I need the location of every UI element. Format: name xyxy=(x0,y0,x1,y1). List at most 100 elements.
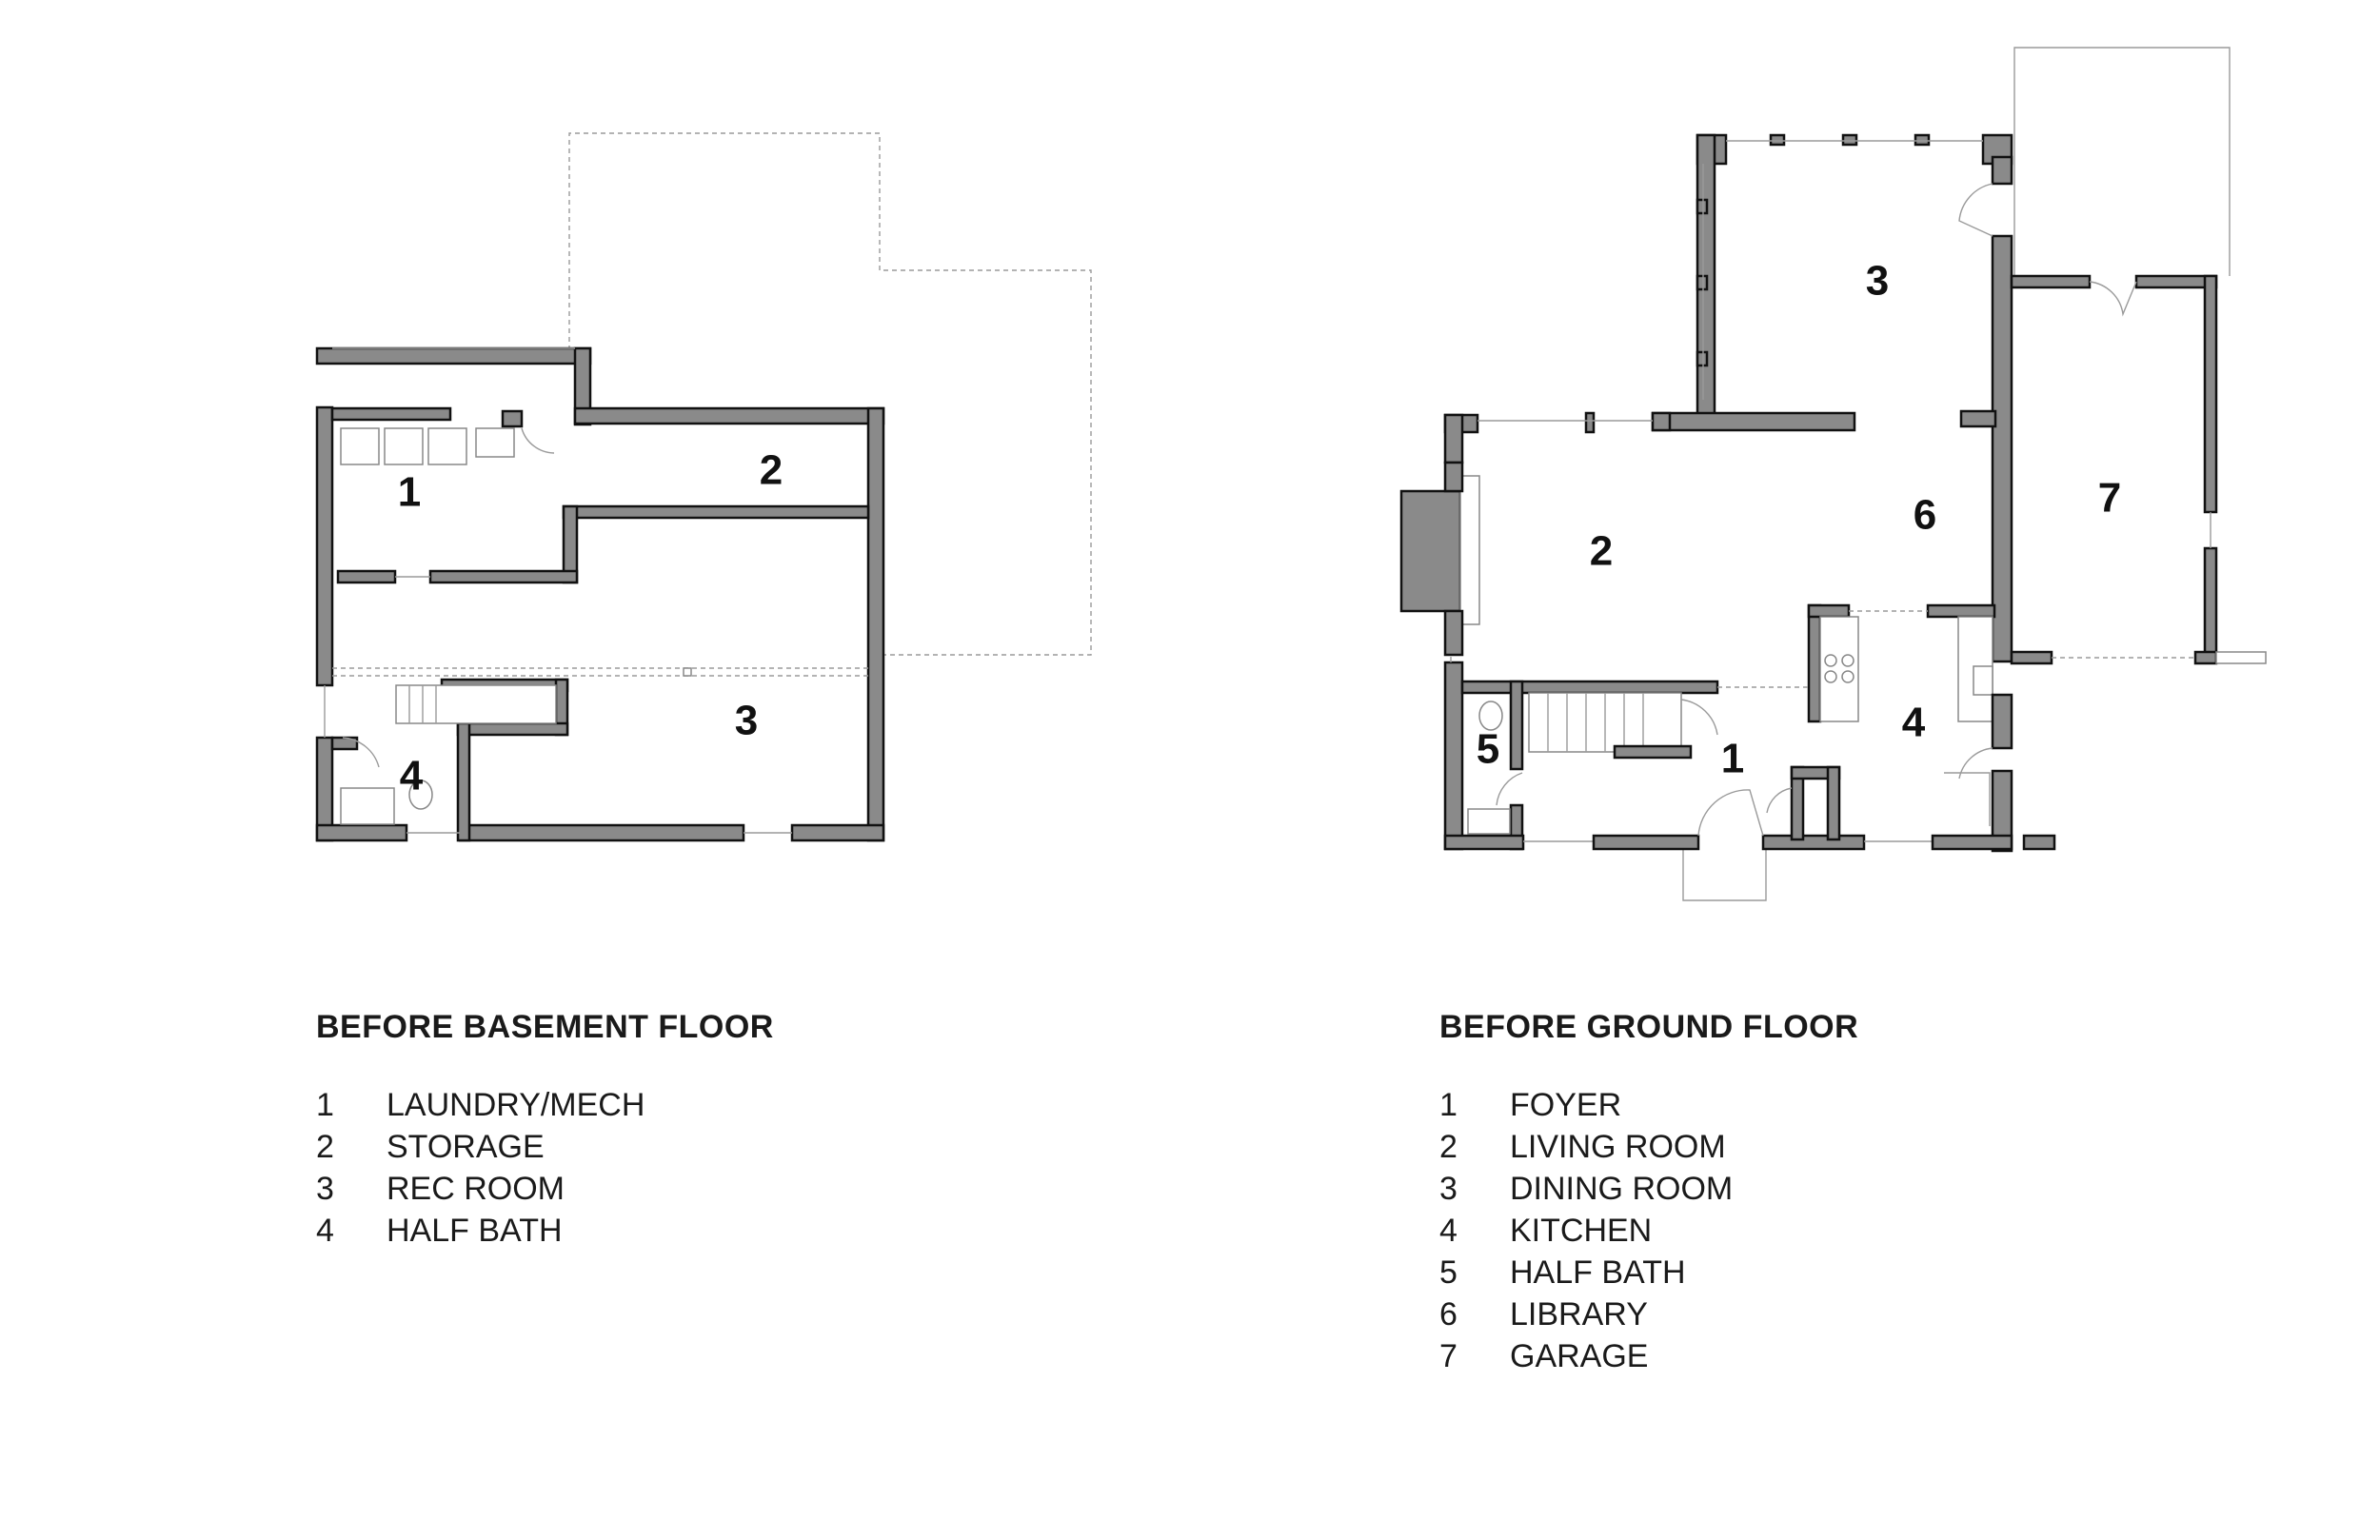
room-number: 7 xyxy=(2098,475,2121,522)
wall xyxy=(315,823,408,842)
door-swing xyxy=(2089,281,2137,317)
deck-outline xyxy=(1944,772,1991,826)
ground-plan: 1 2 3 4 5 6 7 xyxy=(1399,47,2267,901)
fireplace xyxy=(1399,489,1462,613)
room-number: 3 xyxy=(735,698,758,744)
wall xyxy=(573,406,885,425)
wall xyxy=(790,823,885,842)
wall xyxy=(1807,603,1851,619)
wall xyxy=(1696,274,1709,291)
room-number: 4 xyxy=(400,753,424,800)
wall xyxy=(315,346,592,365)
door-swing xyxy=(1697,789,1764,837)
room-number: 1 xyxy=(398,469,421,516)
wall xyxy=(1761,834,1866,851)
room-number: 5 xyxy=(1477,726,1499,773)
wall xyxy=(1651,411,1856,432)
column xyxy=(683,667,692,677)
wall xyxy=(330,406,452,422)
laundry-sink xyxy=(475,427,515,458)
shower xyxy=(340,787,395,825)
wall xyxy=(1696,350,1709,367)
wall xyxy=(866,406,885,842)
toilet xyxy=(408,780,433,810)
burner xyxy=(1824,654,1837,667)
wall xyxy=(1696,198,1709,215)
wall xyxy=(315,405,334,687)
wall xyxy=(2010,274,2092,289)
wall xyxy=(1826,765,1841,841)
wall xyxy=(501,409,524,428)
wall xyxy=(1991,769,2013,853)
ground-title: BEFORE GROUND FLOOR xyxy=(1439,1009,1859,1045)
wall xyxy=(1959,409,1997,428)
appliance xyxy=(340,427,380,465)
room-number: 2 xyxy=(1590,528,1613,575)
wall xyxy=(1592,834,1700,851)
wall xyxy=(1443,661,1464,851)
wall xyxy=(1991,693,2013,750)
stair xyxy=(395,684,557,724)
wall xyxy=(336,569,397,584)
appliance xyxy=(427,427,467,465)
wall xyxy=(456,721,471,842)
burner xyxy=(1841,654,1854,667)
basement-plan: 1 2 3 4 xyxy=(315,132,1092,842)
wall xyxy=(1991,155,2013,186)
wall xyxy=(1460,680,1719,695)
room-number: 3 xyxy=(1866,258,1889,305)
wall xyxy=(2193,650,2218,665)
counter xyxy=(1819,616,1859,722)
wall xyxy=(428,569,579,584)
wall xyxy=(1443,413,1464,464)
basement-title: BEFORE BASEMENT FLOOR xyxy=(316,1009,774,1045)
door-swing xyxy=(521,427,555,454)
stoop-outline xyxy=(1682,845,1767,901)
room-number: 6 xyxy=(1914,492,1936,539)
garage-door-track xyxy=(2215,651,2267,664)
wall xyxy=(456,721,569,737)
wall xyxy=(1769,133,1786,147)
door-swing xyxy=(1958,747,1993,780)
sink xyxy=(1973,665,1993,696)
room-number: 1 xyxy=(1721,736,1744,782)
door-swing xyxy=(1958,183,1993,237)
toilet xyxy=(1478,701,1503,731)
door-swing xyxy=(342,737,380,768)
hearth xyxy=(1459,475,1480,625)
burner xyxy=(1841,670,1854,683)
room-number: 2 xyxy=(760,447,783,494)
wall xyxy=(1509,680,1524,771)
door-swing xyxy=(1680,699,1718,736)
wall xyxy=(1914,133,1931,147)
burner xyxy=(1824,670,1837,683)
wall xyxy=(2022,834,2056,851)
wall xyxy=(1443,461,1464,493)
wall xyxy=(1926,603,1996,619)
wall xyxy=(2010,650,2053,665)
wall xyxy=(562,504,870,520)
wall xyxy=(2203,546,2218,664)
wall xyxy=(1613,744,1693,760)
wall xyxy=(1807,603,1822,723)
wall xyxy=(458,823,745,842)
door-swing xyxy=(1496,772,1523,806)
carport-outline xyxy=(2013,47,2231,276)
upper-floor-outline xyxy=(568,132,1092,656)
wall xyxy=(1931,834,2013,851)
wall xyxy=(1651,411,1672,432)
wall xyxy=(1584,411,1596,434)
wall xyxy=(1841,133,1858,147)
